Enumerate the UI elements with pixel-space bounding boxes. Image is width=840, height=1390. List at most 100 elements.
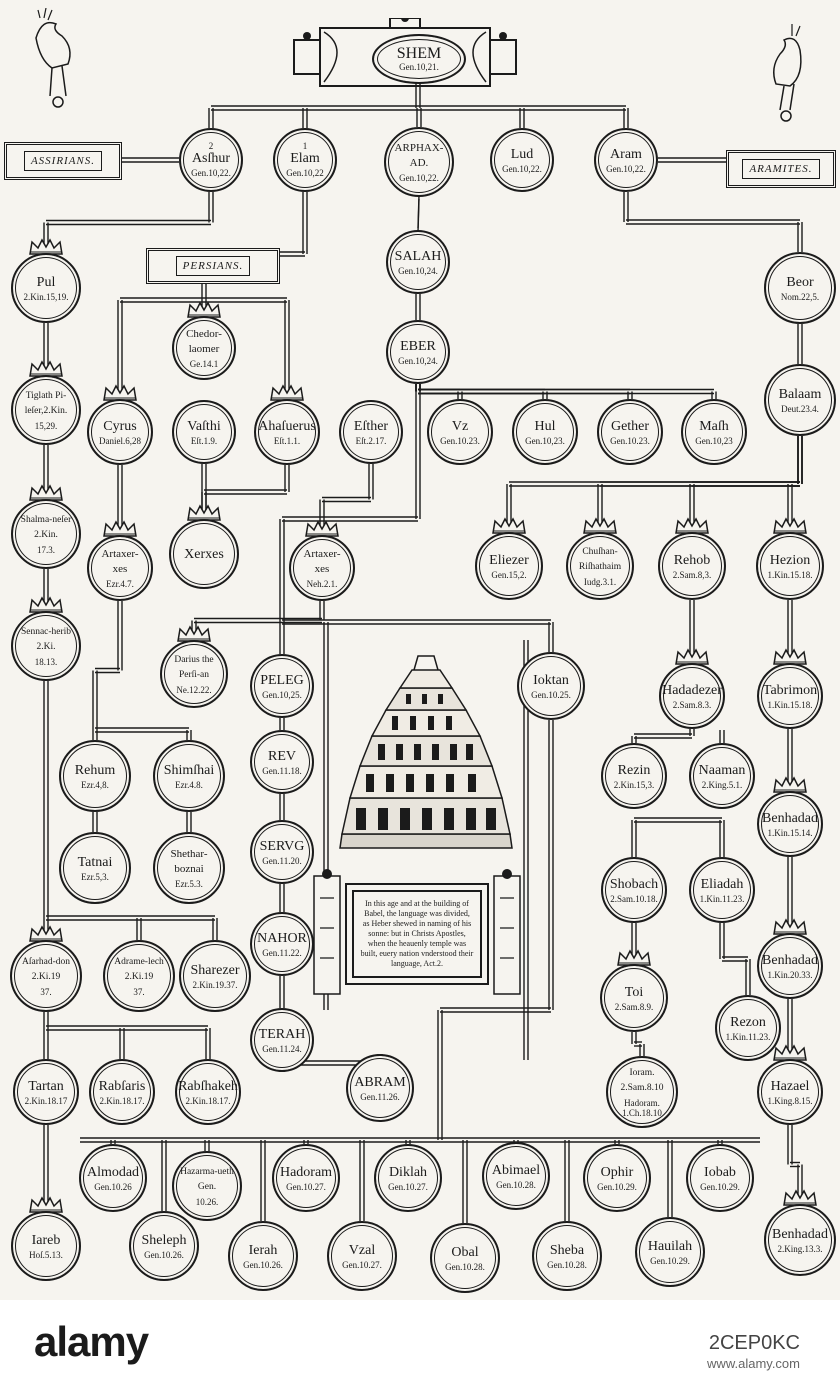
node-ref: Daniel.6,28: [99, 435, 141, 446]
right-bird-icon: [773, 24, 802, 122]
node-ref: Gen.10,24.: [398, 355, 438, 366]
crown-icon: [617, 949, 651, 966]
node-name: Sharezer: [190, 962, 240, 978]
node-number: 2: [208, 141, 214, 151]
node-ref: 1.Kin.20.33.: [767, 969, 813, 980]
node-ref: Neh.2.1.: [306, 579, 338, 589]
crown-icon: [773, 1044, 807, 1061]
node-ref: Gen.10,22.: [399, 173, 439, 183]
node-name: SERVG: [259, 838, 305, 854]
node-ref: Iudg.3.1.: [583, 577, 617, 587]
node-name: Hadadezer: [662, 682, 722, 698]
node-name: Naaman: [698, 762, 746, 778]
node-name: Ahaſuerus: [258, 418, 316, 434]
node-ref: 18.13.: [34, 657, 58, 667]
node-ref: 17.3.: [37, 545, 55, 555]
node-name: Hezion: [769, 552, 811, 568]
crown-icon: [29, 360, 63, 377]
node-ref: Gen.10.27.: [342, 1259, 382, 1270]
crown-icon: [29, 484, 63, 501]
node-name: Cyrus: [103, 418, 137, 434]
node-name: Aſarhad-don 2.Ki.19: [21, 957, 70, 982]
person-node-sennacherib: Sennac-herib 2.Ki.18.13.: [11, 611, 81, 681]
node-ref: Deut.23.4.: [781, 403, 819, 414]
node-ref: 37.: [133, 987, 145, 997]
crown-icon: [187, 301, 221, 318]
crown-icon: [305, 520, 339, 537]
node-ref: 2.Kin.19.37.: [192, 979, 238, 990]
image-id: 2CEP0KC: [708, 1332, 800, 1354]
person-node-tiglath: Tiglath Pi-leſer,2.Kin.15,29.: [11, 375, 81, 445]
node-ref: Gen.10.29.: [700, 1181, 740, 1192]
tower-inscription-plaque: In this age and at the building of Babel…: [352, 890, 482, 978]
node-ref: Gen.11.24.: [262, 1043, 302, 1054]
node-ref: Hadoram. 1.Ch.18.10: [622, 1098, 662, 1118]
aramites-label: ARAMITES.: [742, 159, 820, 179]
node-name: Hazarma-ueth Gen.: [180, 1167, 234, 1192]
crown-icon: [783, 1189, 817, 1206]
alamy-logo: alamy: [34, 1318, 149, 1365]
node-name: Sheleph: [141, 1232, 187, 1248]
node-name: TERAH: [258, 1026, 306, 1042]
crown-icon: [103, 520, 137, 537]
node-ref: 2.Kin.18.17.: [185, 1095, 231, 1106]
node-ref: Gen.10.26.: [144, 1249, 184, 1260]
node-name: Ioram. 2.Sam.8.10: [620, 1068, 664, 1093]
node-name: Sheba: [549, 1242, 585, 1258]
node-ref: Gen.10.28.: [445, 1261, 485, 1272]
node-name: Hul: [534, 418, 556, 434]
node-ref: Eſt.1.1.: [273, 435, 301, 446]
node-ref: Eſt.2.17.: [355, 435, 387, 446]
node-ref: Nom.22,5.: [780, 291, 820, 302]
node-ref: Ezr.5,3.: [81, 871, 109, 882]
plaque-ornament: [313, 869, 521, 995]
node-name: EBER: [400, 338, 436, 354]
node-ref: 2.Sam.10.18.: [610, 893, 658, 904]
node-ref: Gen.10,23: [695, 435, 733, 446]
node-ref: Ezr.4.8.: [175, 779, 203, 790]
node-ref: Gen.10,24.: [398, 265, 438, 276]
crown-icon: [29, 596, 63, 613]
node-name: Toi: [624, 984, 644, 1000]
node-name: Obal: [451, 1244, 479, 1260]
node-name: Eſther: [353, 418, 389, 434]
node-name: SALAH: [394, 248, 442, 264]
node-name: PELEG: [260, 672, 304, 688]
node-name: ARPHAX-AD.: [394, 142, 444, 169]
node-ref: Gen.10.25.: [531, 689, 571, 700]
node-ref: 15,29.: [34, 421, 58, 431]
aramites-cartouche: ARAMITES.: [726, 150, 836, 188]
node-ref: Gen.10,23.: [525, 435, 565, 446]
node-ref: Gen.10,22.: [502, 163, 542, 174]
node-name: Hadoram: [279, 1164, 333, 1180]
person-node-hazarmaveth: Hazarma-ueth Gen.10.26.: [172, 1151, 242, 1221]
node-name: Iareb: [31, 1232, 61, 1248]
node-ref: Ezr.5.3.: [175, 879, 203, 889]
